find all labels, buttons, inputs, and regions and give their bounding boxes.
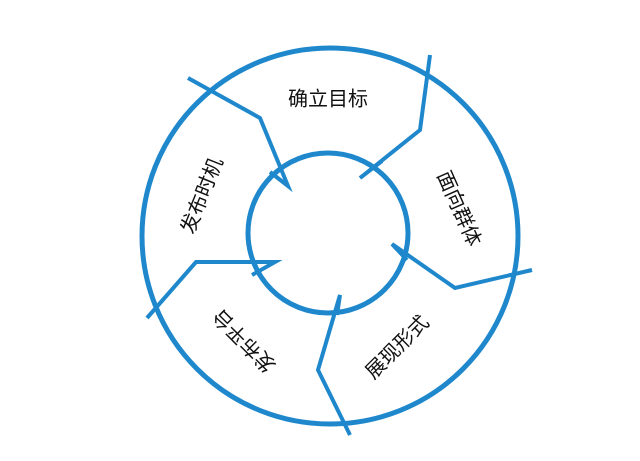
divider-top-left — [187, 76, 293, 193]
divider-bottom-left — [145, 260, 283, 320]
divider-top-right — [358, 54, 432, 180]
stage-label-format: 展现形式 — [360, 310, 434, 384]
divider-bottom — [315, 294, 352, 436]
stage-label-goal: 确立目标 — [288, 87, 368, 111]
divider-right — [390, 242, 533, 291]
outer-ring — [139, 45, 521, 427]
stage-label-platform: 发布平台 — [207, 304, 281, 378]
inner-ring — [245, 150, 411, 316]
stage-label-audience: 面向群体 — [432, 167, 486, 250]
stage-label-timing: 发布时机 — [175, 154, 227, 237]
